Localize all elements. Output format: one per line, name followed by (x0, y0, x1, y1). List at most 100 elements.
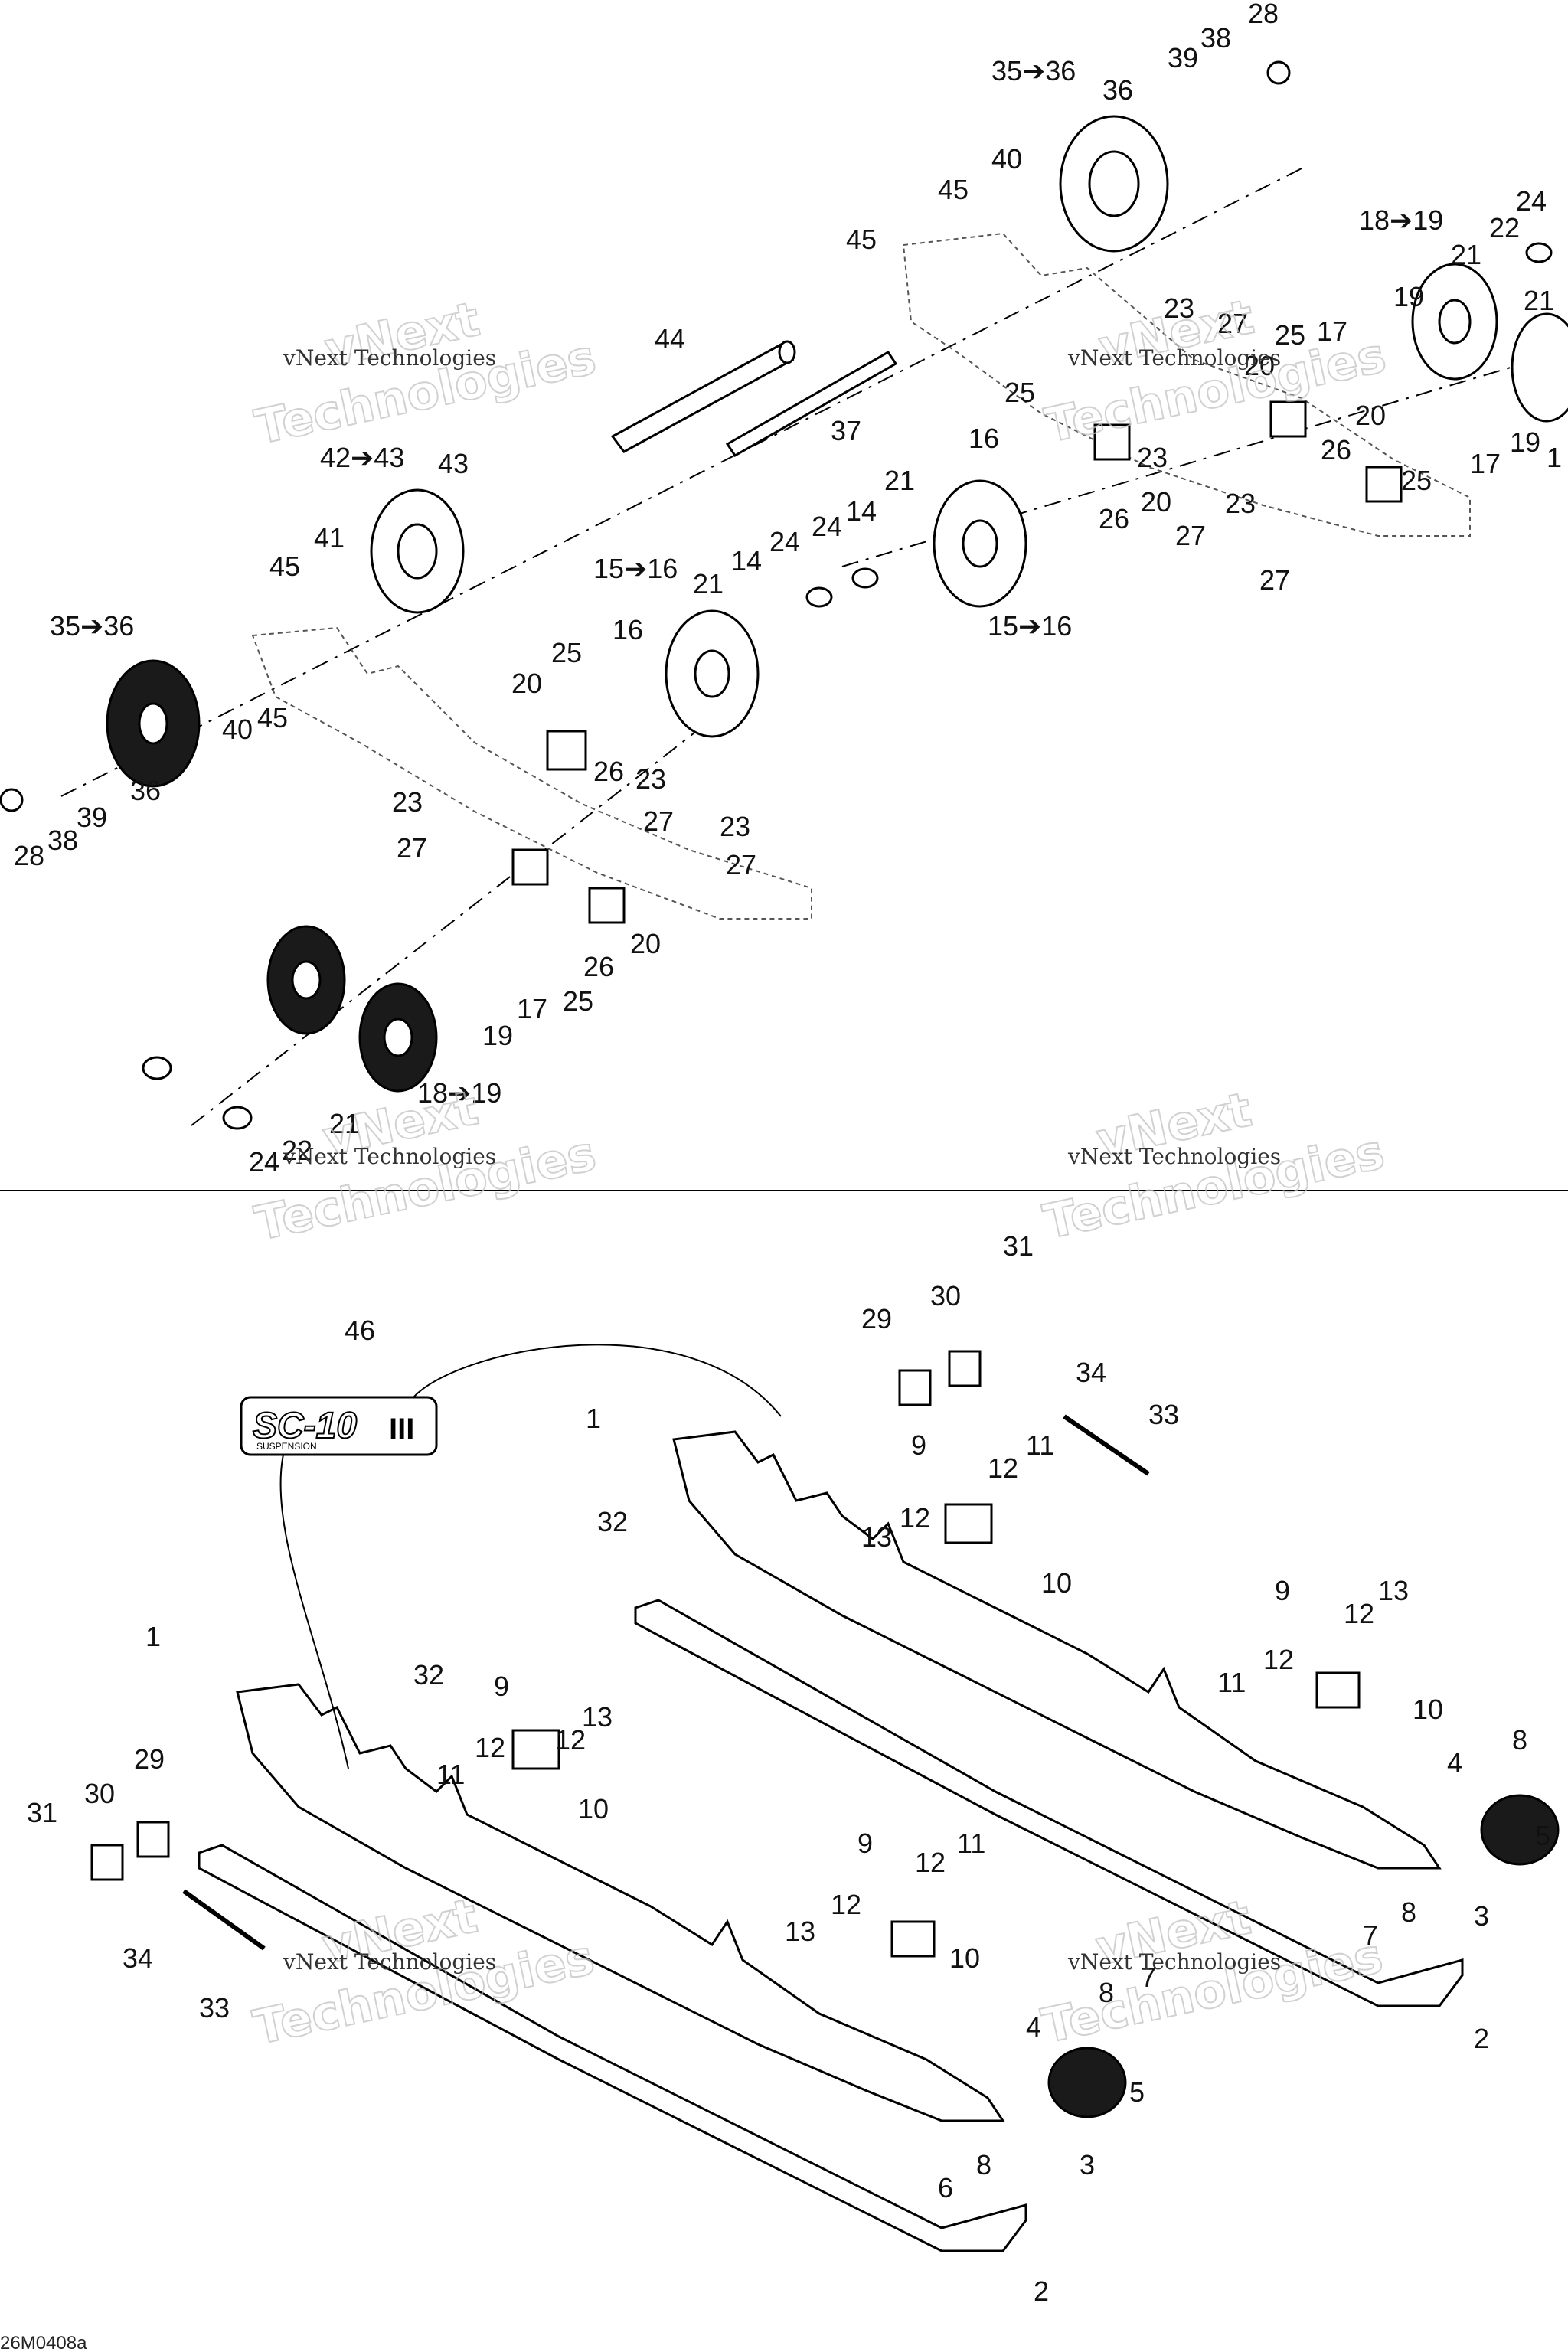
callout-b3a: 3 (1474, 1900, 1489, 1932)
lower-axis-line (191, 688, 751, 1126)
block-20-b (588, 887, 626, 924)
callout-b9d: 9 (858, 1828, 873, 1859)
callout-b46: 46 (345, 1315, 375, 1346)
block-20-d (1269, 400, 1307, 438)
callout-c28b: 28 (14, 840, 44, 871)
watermark-label-1: vNext Technologies (283, 345, 496, 371)
callout-b5b: 5 (1129, 2076, 1145, 2108)
callout-c17a: 17 (517, 993, 547, 1024)
pad-9-upper-right (944, 1503, 993, 1544)
callout-c27f: 27 (1217, 308, 1248, 339)
callout-c26b: 26 (583, 951, 614, 982)
callout-b12c: 12 (1344, 1598, 1374, 1629)
pad-9-upper-left (511, 1729, 560, 1770)
callout-b31a: 31 (1003, 1230, 1034, 1262)
callout-b11d: 11 (957, 1828, 985, 1859)
callout-c36a: 36 (1102, 74, 1133, 106)
callout-c21e: 21 (1524, 285, 1554, 316)
cap-24-b (851, 567, 879, 589)
callout-b11b: 11 (1217, 1667, 1246, 1698)
callout-b30a: 30 (930, 1280, 961, 1312)
callout-c40b: 40 (222, 714, 253, 745)
callout-c18a: 18➔19 (417, 1077, 501, 1109)
callout-c24c: 24 (812, 511, 842, 542)
callout-c26a: 26 (593, 756, 624, 787)
callout-c42: 42➔43 (320, 442, 404, 473)
watermark-label-4: vNext Technologies (1067, 1144, 1281, 1169)
callout-b8d: 8 (976, 2149, 991, 2180)
callout-c27d: 27 (1175, 520, 1206, 551)
watermark-label-2: vNext Technologies (1067, 345, 1281, 371)
cap-24-a (805, 586, 833, 608)
pad-9-lower-left (890, 1920, 936, 1958)
top-assembly (0, 60, 1568, 1130)
callout-c24a: 24 (769, 526, 800, 557)
callout-c23f: 23 (1164, 292, 1194, 324)
callout-c25b: 25 (563, 985, 593, 1017)
rail-frame-right (672, 1430, 1442, 1870)
callout-c17c: 17 (1470, 448, 1501, 479)
callout-c14b: 14 (846, 495, 877, 527)
callout-c39b: 39 (77, 802, 107, 833)
shaft-44 (610, 340, 796, 453)
callout-b13d: 13 (785, 1916, 815, 1947)
callout-c35b: 35➔36 (50, 610, 134, 642)
callout-c16b: 16 (969, 423, 999, 454)
callout-b8b: 8 (1401, 1896, 1416, 1928)
callout-c23a: 23 (392, 786, 423, 818)
callout-b2b: 2 (1034, 2275, 1049, 2307)
callout-b12h: 12 (831, 1889, 861, 1920)
wheel-42 (370, 488, 465, 614)
shaft-37 (725, 351, 898, 457)
bracket-29-right (898, 1369, 932, 1406)
emblem-leader-left (279, 1454, 349, 1769)
callout-b13a: 13 (861, 1521, 892, 1553)
callout-c19b: 19 (1393, 281, 1424, 312)
bracket-30-left (90, 1844, 124, 1881)
callout-c25e: 25 (1401, 465, 1432, 496)
emblem-sub: SUSPENSION (256, 1441, 317, 1452)
wheel-18-left-b (358, 982, 438, 1093)
callout-b8c: 8 (1099, 1977, 1114, 2008)
callout-c25a: 25 (551, 637, 582, 668)
callout-b30b: 30 (84, 1778, 115, 1809)
figure-code: 26M0408a (0, 2333, 87, 2352)
watermark-label-6: vNext Technologies (1067, 1949, 1281, 1975)
wheel-35-left (106, 659, 201, 788)
callout-c28a: 28 (1248, 0, 1279, 29)
callout-b12b: 12 (988, 1452, 1018, 1484)
callout-b4b: 4 (1026, 2011, 1041, 2043)
callout-c45a: 45 (938, 174, 969, 205)
right-axis-line (841, 351, 1563, 567)
callout-c20c: 20 (1141, 486, 1171, 518)
bolt-33-right (1063, 1414, 1150, 1476)
bottom-assembly: SC-10 SUSPENSION III (90, 1344, 1560, 2252)
emblem-roman: III (389, 1413, 414, 1446)
callout-b4a: 4 (1447, 1747, 1462, 1779)
block-20-c (1093, 423, 1131, 461)
end-cap-5-right (1480, 1794, 1560, 1866)
callout-b31b: 31 (27, 1797, 57, 1828)
callout-c26d: 26 (1321, 434, 1351, 466)
callout-b29a: 29 (861, 1303, 892, 1334)
callout-b12f: 12 (475, 1732, 505, 1763)
wheel-15-right (933, 479, 1027, 608)
cap-28-left (0, 788, 24, 812)
slide-rail-right (634, 1599, 1464, 2007)
callout-c23c: 23 (720, 811, 750, 842)
callout-b11a: 11 (1026, 1429, 1054, 1461)
callout-c27b: 27 (643, 805, 674, 837)
callout-c1a: 1 (1547, 442, 1562, 473)
callout-b1b: 1 (145, 1621, 161, 1652)
callout-c22b: 22 (1489, 212, 1520, 243)
watermark-label-3: vNext Technologies (283, 1144, 496, 1169)
slide-rail-left (198, 1844, 1027, 2252)
callout-c14a: 14 (731, 545, 762, 577)
callout-c27e: 27 (1259, 564, 1290, 596)
callout-c38a: 38 (1200, 22, 1231, 54)
block-20-a (546, 730, 587, 771)
callout-c17b: 17 (1317, 315, 1348, 347)
callout-c37: 37 (831, 415, 861, 446)
callout-b32b: 32 (413, 1659, 444, 1690)
